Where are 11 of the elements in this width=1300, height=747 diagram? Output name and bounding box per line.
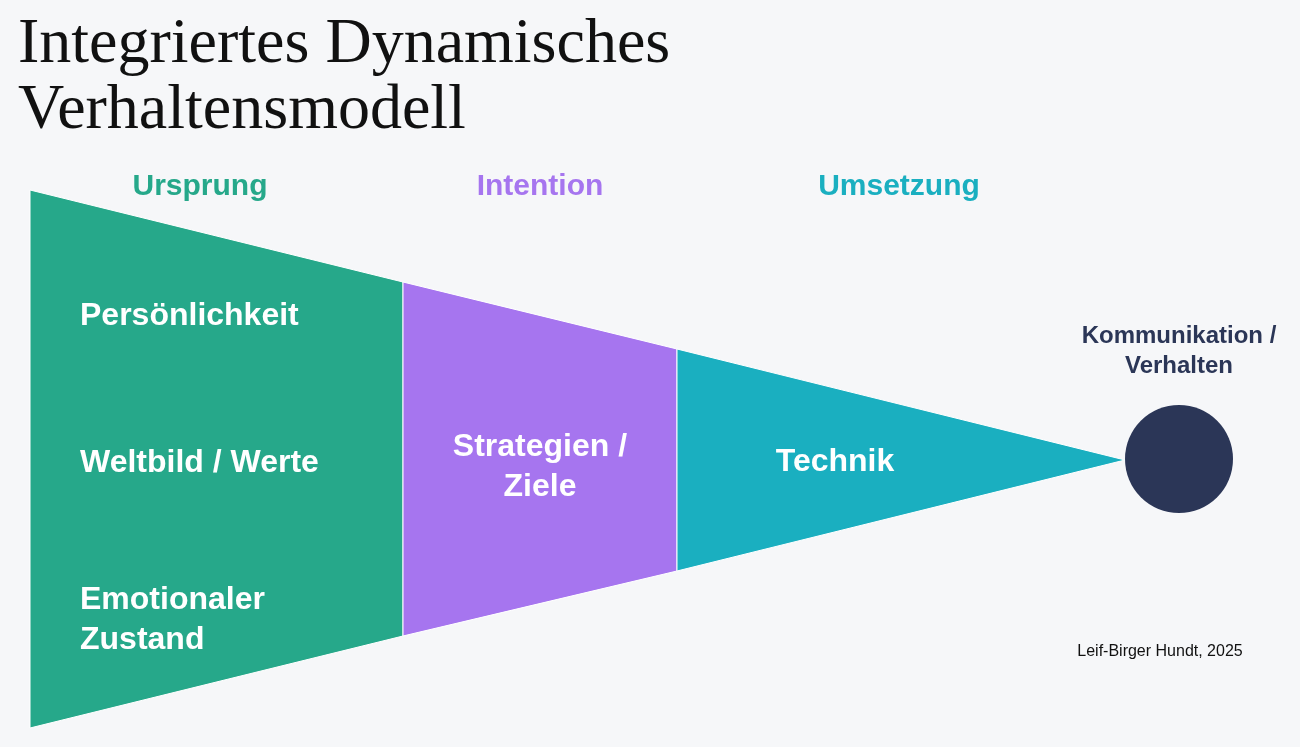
factor-label: Persönlichkeit [80, 295, 300, 334]
factor-label: Technik [774, 441, 896, 480]
phase-heading: Intention [475, 167, 605, 203]
factor-label: Weltbild / Werte [80, 442, 320, 481]
phase-heading: Ursprung [131, 167, 269, 203]
author-credit: Leif-Birger Hundt, 2025 [1076, 642, 1244, 660]
phase-heading: Umsetzung [817, 167, 981, 203]
outcome-label: Kommunikation / Verhalten [1080, 320, 1278, 380]
factor-label: Strategien / Ziele [451, 426, 629, 505]
factor-label: Emotionaler Zustand [80, 579, 266, 658]
diagram-title: Integriertes Dynamisches Verhaltensmodell [18, 8, 672, 140]
